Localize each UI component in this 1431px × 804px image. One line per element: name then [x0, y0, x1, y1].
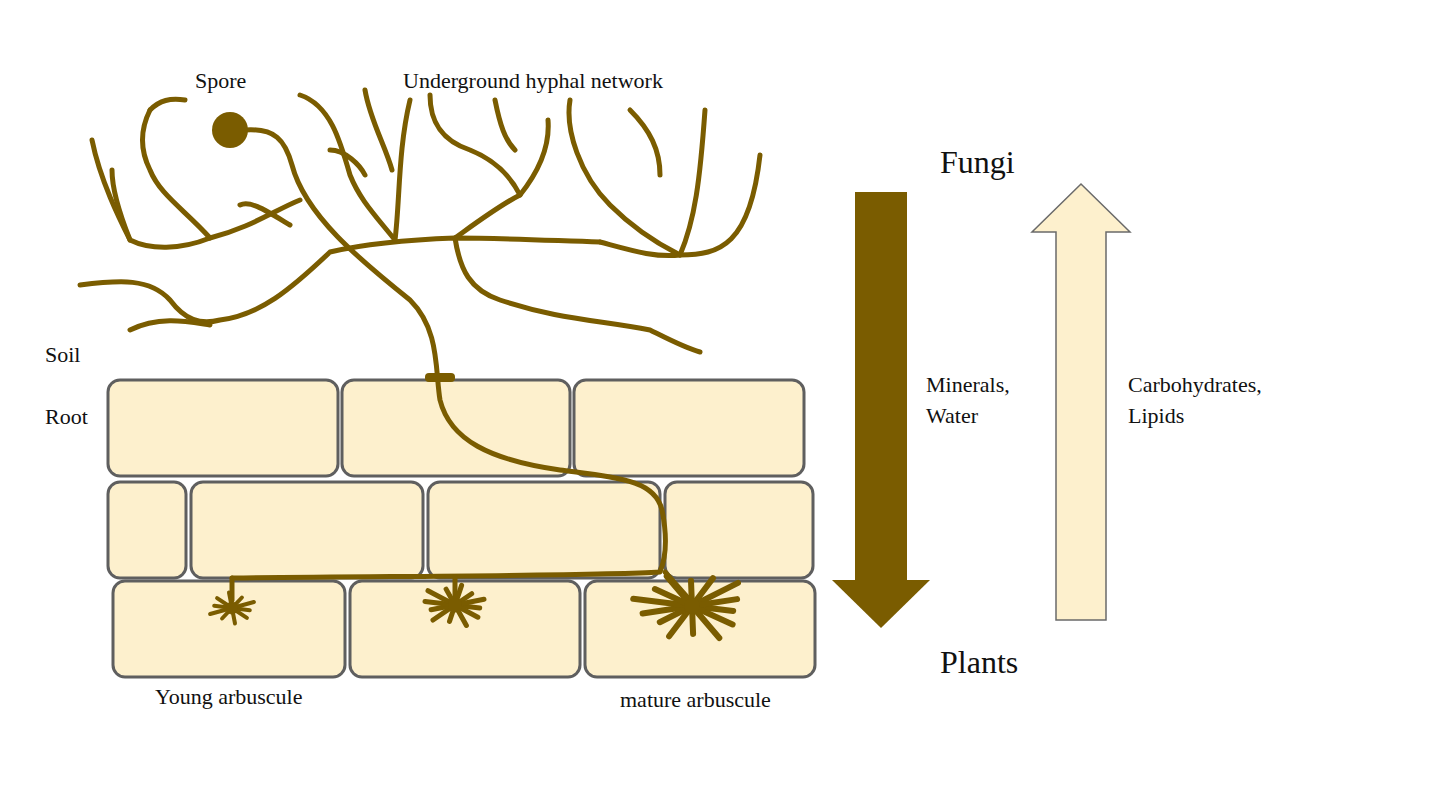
arbuscules	[210, 576, 738, 638]
entry-point	[425, 373, 455, 382]
arbuscule-core	[684, 598, 700, 614]
hyphal-network	[80, 90, 760, 600]
region-label: Root	[45, 402, 88, 433]
plants-label: Plants	[940, 640, 1018, 685]
fungi-to-plants-arrow	[832, 192, 930, 628]
arbuscule-core	[226, 602, 238, 614]
spore-label: Spore	[195, 66, 246, 97]
region-label: Soil	[45, 340, 80, 371]
fungi-label: Fungi	[940, 140, 1015, 185]
network-label: Underground hyphal network	[403, 66, 663, 97]
plants-to-fungi-arrow	[1032, 184, 1130, 620]
arbuscule-core	[448, 598, 462, 612]
flow-label: Carbohydrates, Lipids	[1128, 370, 1298, 432]
arbuscule-label: mature arbuscule	[620, 685, 771, 716]
spore-dot	[212, 112, 248, 148]
flow-label: Minerals, Water	[926, 370, 1022, 432]
root-cells	[108, 380, 815, 677]
arbuscule-label: Young arbuscule	[155, 682, 302, 713]
